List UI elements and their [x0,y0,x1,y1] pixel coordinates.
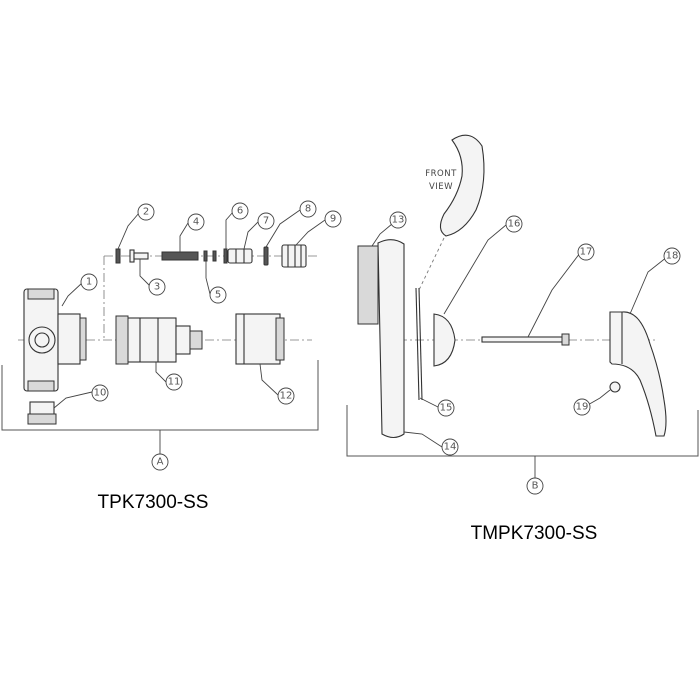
kit-a-group [1,209,326,454]
svg-text:6: 6 [237,206,243,217]
part-13-gasket [357,245,379,325]
part-2-washer [115,248,121,264]
svg-text:B: B [532,481,539,492]
svg-text:16: 16 [508,219,521,230]
callout-2: 2 [137,203,155,221]
svg-text:5: 5 [215,290,221,301]
callout-14: 14 [441,438,459,456]
svg-text:19: 19 [576,402,589,413]
svg-text:A: A [157,457,164,468]
callout-16: 16 [505,215,523,233]
svg-text:12: 12 [280,391,293,402]
part-19-set-screw [609,381,621,393]
part-18-lever-handle [609,311,667,437]
svg-text:13: 13 [392,215,405,226]
callout-3: 3 [148,278,166,296]
svg-text:1: 1 [86,277,92,288]
callout-8: 8 [299,200,317,218]
svg-text:4: 4 [193,217,199,228]
callout-18: 18 [663,247,681,265]
part-9-bonnet [281,244,307,268]
part-12-sleeve [235,313,285,365]
part-15-plate [415,287,423,401]
svg-text:9: 9 [330,214,336,225]
callout-5: 5 [209,286,227,304]
part-6-pin [223,248,228,264]
callout-7: 7 [257,212,275,230]
kit-b-title: TMPK7300-SS [471,523,598,544]
part-8-o-ring [263,246,269,266]
kit-a-marker: A [151,453,169,471]
svg-text:2: 2 [143,207,149,218]
callout-6: 6 [231,202,249,220]
part-4-spring [161,251,199,261]
callout-12: 12 [277,387,295,405]
part-3-stop [129,249,149,263]
svg-text:11: 11 [168,377,181,388]
svg-text:14: 14 [444,442,457,453]
callout-15: 15 [437,399,455,417]
part-7-stem [227,248,253,264]
svg-text:17: 17 [580,247,593,258]
svg-text:7: 7 [263,216,269,227]
front-view-label-line1: FRONT [425,169,457,179]
callout-1: 1 [80,273,98,291]
callout-19: 19 [573,398,591,416]
callout-17: 17 [577,243,595,261]
svg-text:10: 10 [94,388,107,399]
part-5-rings [203,250,217,262]
callout-10: 10 [91,384,109,402]
part-1-valve-body [23,288,87,392]
part-10-plug [27,401,57,425]
svg-text:3: 3 [154,282,160,293]
svg-text:18: 18 [666,251,679,262]
part-14-escutcheon [377,239,405,439]
callout-9: 9 [324,210,342,228]
part-17-screw [481,333,570,346]
callout-4: 4 [187,213,205,231]
callout-13: 13 [389,211,407,229]
part-16-dome-cap [433,313,456,367]
callout-11: 11 [165,373,183,391]
part-11-cartridge [115,315,203,365]
svg-text:15: 15 [440,403,453,414]
front-view-label-line2: VIEW [429,182,453,192]
kit-b-group [346,134,699,478]
kit-b-marker: B [526,477,544,495]
front-view-lever [439,134,485,237]
kit-a-title: TPK7300-SS [98,492,209,513]
svg-text:8: 8 [305,204,311,215]
kit-b-frame [346,405,699,457]
